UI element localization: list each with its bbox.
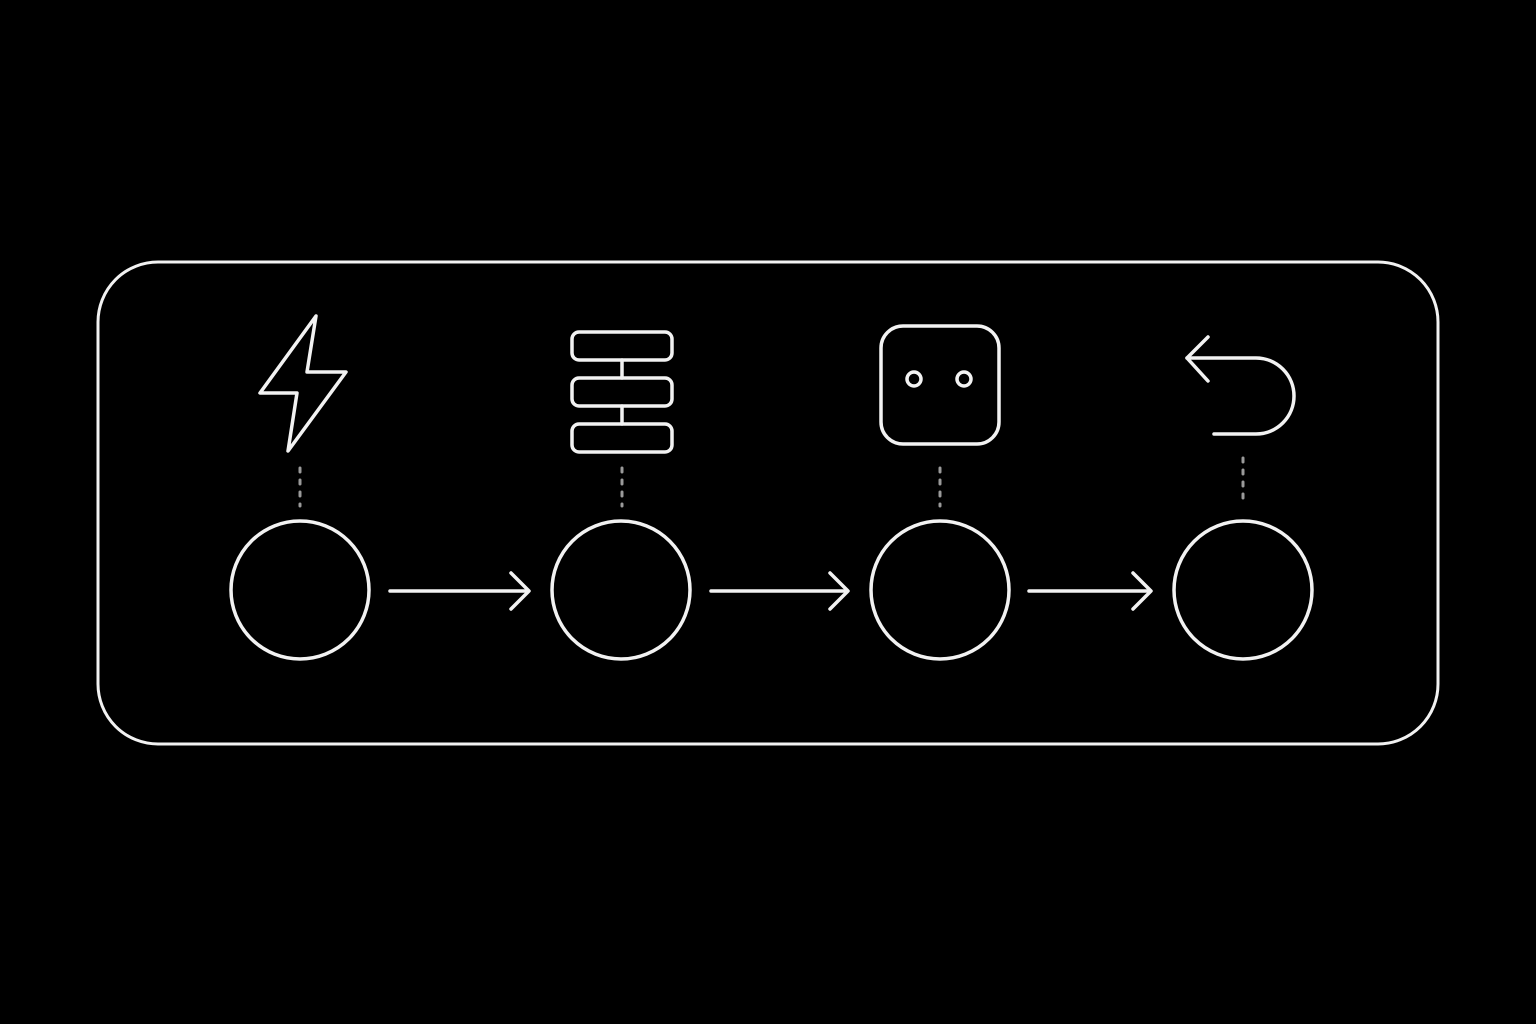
return-arrow-icon — [1185, 335, 1296, 436]
step-4-node — [1172, 519, 1314, 661]
step-2-node — [550, 519, 692, 661]
arrow-3-to-4 — [1027, 571, 1153, 611]
diagram-frame — [96, 260, 1440, 746]
robot-face-icon — [879, 324, 1001, 446]
lightning-bolt-icon — [258, 314, 348, 453]
stacked-blocks-icon — [570, 330, 674, 454]
step-1-node — [229, 519, 371, 661]
arrow-2-to-3 — [709, 571, 850, 611]
arrow-1-to-2 — [388, 571, 531, 611]
step-3-node — [869, 519, 1011, 661]
step-1-icon-group — [258, 314, 348, 453]
